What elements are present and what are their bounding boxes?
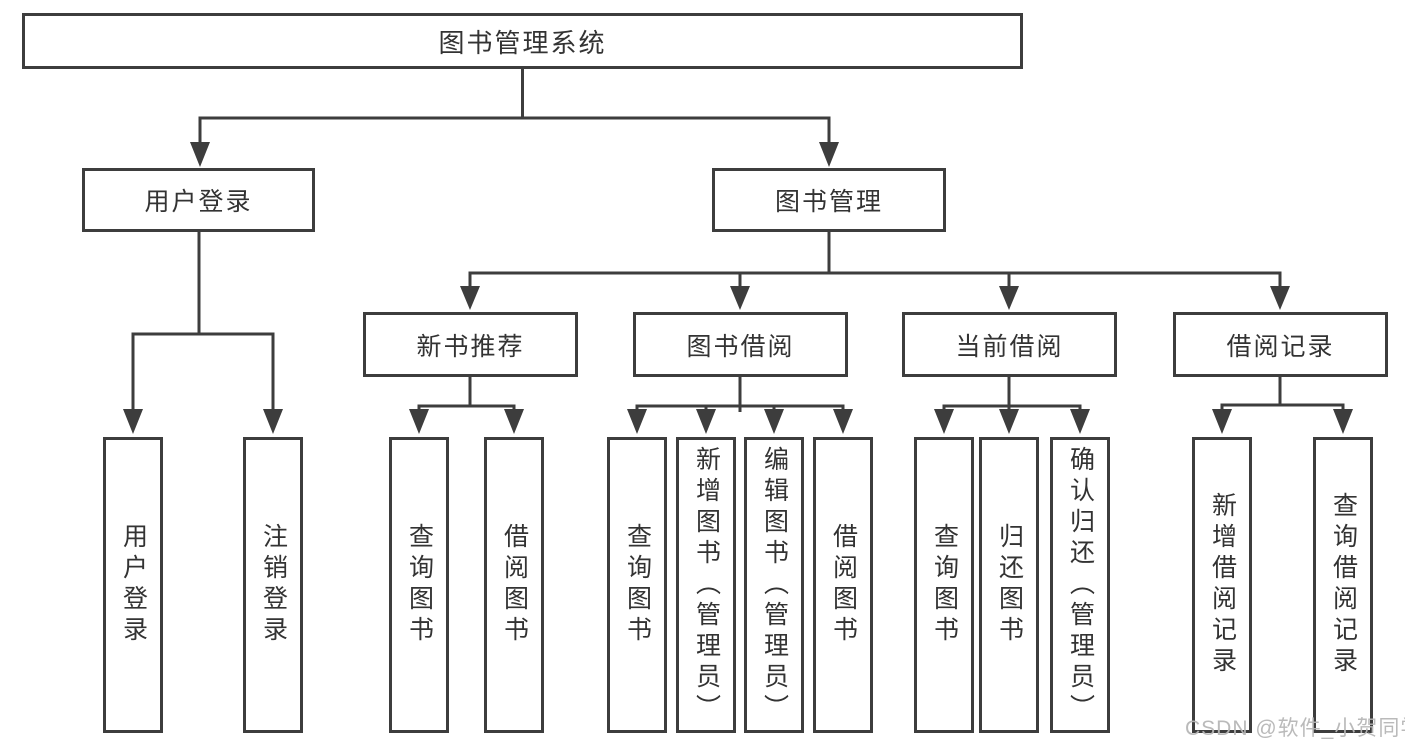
node-leaf-borrow-borrow-book: 借阅图书 xyxy=(813,437,873,733)
node-leaf-borrow-query-book: 查询图书 xyxy=(607,437,667,733)
node-book-borrow: 图书借阅 xyxy=(633,312,848,377)
node-leaf-current-return-book: 归还图书 xyxy=(979,437,1039,733)
arrowheads xyxy=(123,142,1353,434)
node-leaf-current-query-book: 查询图书 xyxy=(914,437,974,733)
node-current-borrow: 当前借阅 xyxy=(902,312,1117,377)
node-user-login: 用户登录 xyxy=(82,168,315,232)
node-root: 图书管理系统 xyxy=(22,13,1023,69)
csdn-watermark: CSDN @软件_小贺同学 xyxy=(1185,717,1405,740)
node-leaf-current-confirm-return: 确认归还（管理员） xyxy=(1050,437,1110,733)
node-leaf-borrow-add-book: 新增图书（管理员） xyxy=(676,437,736,733)
node-leaf-recommend-query-book: 查询图书 xyxy=(389,437,449,733)
node-new-book-recommend: 新书推荐 xyxy=(363,312,578,377)
node-borrow-record: 借阅记录 xyxy=(1173,312,1388,377)
node-leaf-logout: 注销登录 xyxy=(243,437,303,733)
node-leaf-recommend-borrow-book: 借阅图书 xyxy=(484,437,544,733)
node-leaf-record-query-record: 查询借阅记录 xyxy=(1313,437,1373,733)
node-book-management: 图书管理 xyxy=(712,168,946,232)
node-leaf-user-login: 用户登录 xyxy=(103,437,163,733)
node-leaf-borrow-edit-book: 编辑图书（管理员） xyxy=(744,437,804,733)
node-leaf-record-add-record: 新增借阅记录 xyxy=(1192,437,1252,733)
